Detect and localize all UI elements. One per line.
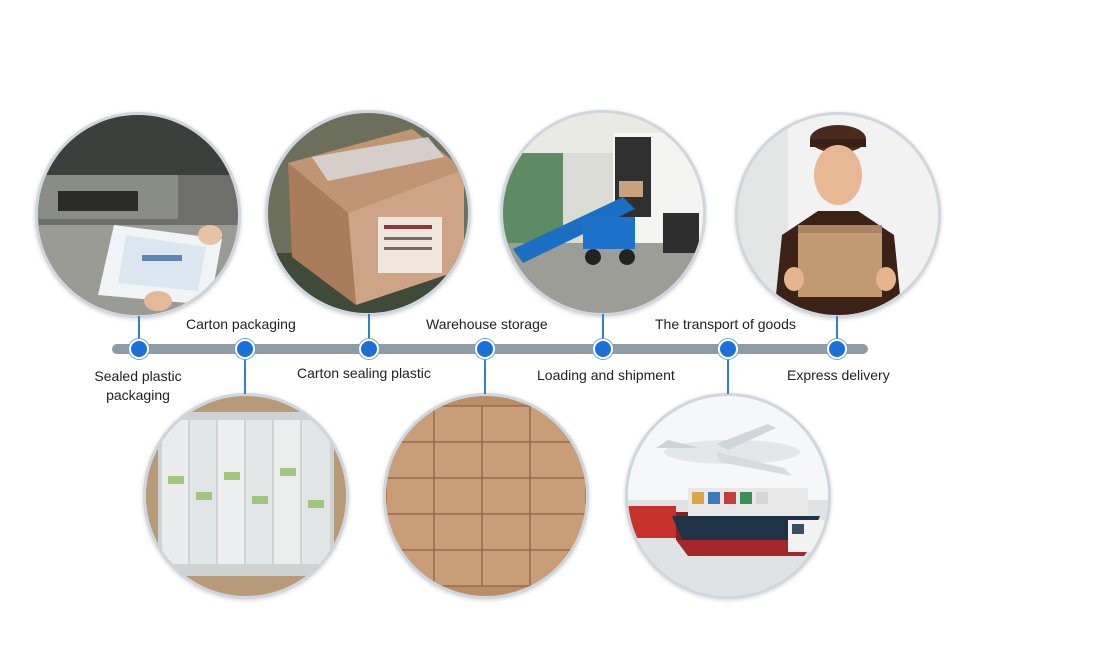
photo-sealed-plastic-packaging (35, 112, 241, 318)
stem-2 (244, 350, 246, 394)
timeline-node-3 (359, 339, 379, 359)
step-label-carton-packaging: Carton packaging (186, 316, 296, 332)
timeline-node-7 (827, 339, 847, 359)
timeline-node-1 (129, 339, 149, 359)
stem-4 (484, 350, 486, 394)
stem-3 (368, 314, 370, 349)
step-label-carton-sealing-plastic: Carton sealing plastic (297, 365, 431, 381)
photo-transport-of-goods (625, 393, 831, 599)
photo-carton-sealing-plastic (265, 110, 471, 316)
stem-6 (727, 350, 729, 394)
timeline-node-6 (718, 339, 738, 359)
step-label-loading-and-shipment: Loading and shipment (537, 367, 675, 383)
photo-warehouse-storage (383, 393, 589, 599)
photo-express-delivery (735, 112, 941, 318)
timeline-node-4 (475, 339, 495, 359)
photo-carton-packaging (143, 393, 349, 599)
step-label-warehouse-storage: Warehouse storage (426, 316, 548, 332)
step-label-express-delivery: Express delivery (787, 367, 890, 383)
timeline-node-2 (235, 339, 255, 359)
timeline-node-5 (593, 339, 613, 359)
stem-7 (836, 316, 838, 349)
stem-1 (138, 316, 140, 349)
stem-5 (602, 314, 604, 349)
step-label-transport-of-goods: The transport of goods (655, 316, 796, 332)
step-label-sealed-plastic-packaging: Sealed plastic packaging (94, 368, 182, 403)
photo-loading-and-shipment (500, 110, 706, 316)
